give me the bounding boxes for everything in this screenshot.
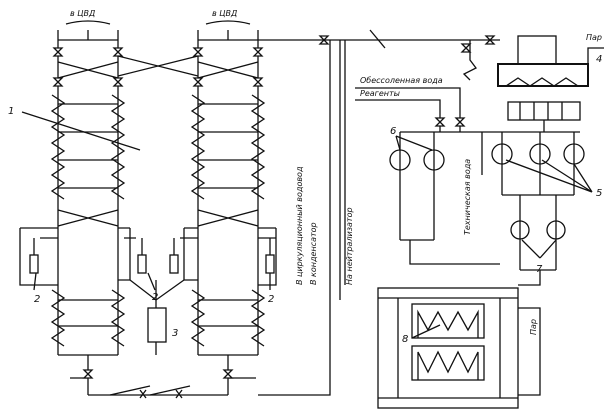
reagent-header (355, 87, 580, 133)
label-demin-water: Обессоленная вода (360, 76, 443, 85)
heater-columns (21, 20, 266, 355)
bottom-manifold (58, 40, 331, 399)
label-to-cvd-right: в ЦВД (212, 9, 237, 18)
callout-8: 8 (402, 334, 408, 345)
callout-3: 3 (172, 328, 178, 339)
filters-and-pumps (389, 132, 585, 286)
top-pipe (258, 29, 500, 300)
callout-2-right: 2 (268, 294, 274, 305)
callout-6: 6 (390, 126, 396, 137)
label-to-circ-water: В циркуляционный водовод (295, 166, 304, 285)
tank-4 (497, 35, 604, 132)
callout-5: 5 (596, 188, 602, 199)
label-steam-top: Пар (586, 33, 602, 42)
callout-2-left: 2 (34, 294, 40, 305)
exchanger-8 (377, 287, 541, 409)
callout-2-middle: 2 (152, 292, 158, 303)
label-tech-water: Техническая вода (463, 159, 472, 235)
label-reagents: Реагенты (360, 89, 400, 98)
callout-1: 1 (8, 106, 14, 117)
label-to-cvd-left: в ЦВД (70, 9, 95, 18)
label-to-condenser: В конденсатор (309, 222, 318, 285)
callout-4: 4 (596, 54, 602, 65)
label-steam-right: Пар (529, 319, 538, 335)
label-to-neutralizer: На нейтрализатор (345, 207, 354, 285)
callout-7: 7 (536, 264, 543, 275)
